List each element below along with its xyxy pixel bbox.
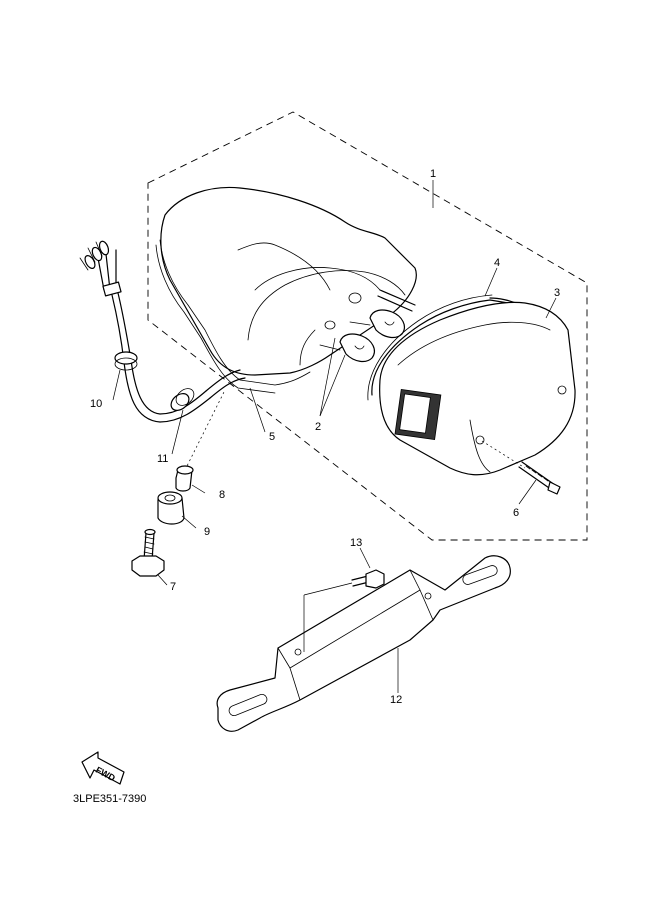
callout-11: 11 (157, 453, 168, 465)
callout-labels: 1 2 3 4 5 6 7 8 9 10 11 12 13 (90, 168, 560, 706)
leader-lines (112, 180, 557, 693)
callout-6: 6 (513, 507, 519, 519)
wire-harness (79, 240, 246, 423)
bracket-bolt (303, 569, 385, 652)
license-bracket (216, 555, 511, 732)
callout-2: 2 (315, 421, 321, 433)
callout-5: 5 (269, 431, 275, 443)
damper (157, 491, 185, 525)
collar (175, 389, 226, 492)
callout-10: 10 (90, 398, 102, 410)
fwd-arrow-icon: FWD (81, 751, 125, 785)
callout-9: 9 (204, 526, 210, 538)
grommet (170, 388, 195, 411)
callout-7: 7 (170, 581, 176, 593)
taillight-housing (155, 186, 417, 394)
bulbs (319, 309, 405, 363)
callout-3: 3 (554, 287, 560, 299)
callout-1: 1 (430, 168, 436, 180)
callout-4: 4 (494, 257, 500, 269)
lens-gasket (371, 297, 521, 396)
lens-screw (481, 440, 561, 495)
mounting-bolt (131, 528, 165, 577)
callout-8: 8 (219, 489, 225, 501)
assembly-boundary (147, 111, 588, 541)
tail-lens (379, 301, 576, 476)
callout-13: 13 (350, 537, 362, 549)
diagram-code: 3LPE351-7390 (73, 793, 146, 805)
callout-12: 12 (390, 694, 402, 706)
